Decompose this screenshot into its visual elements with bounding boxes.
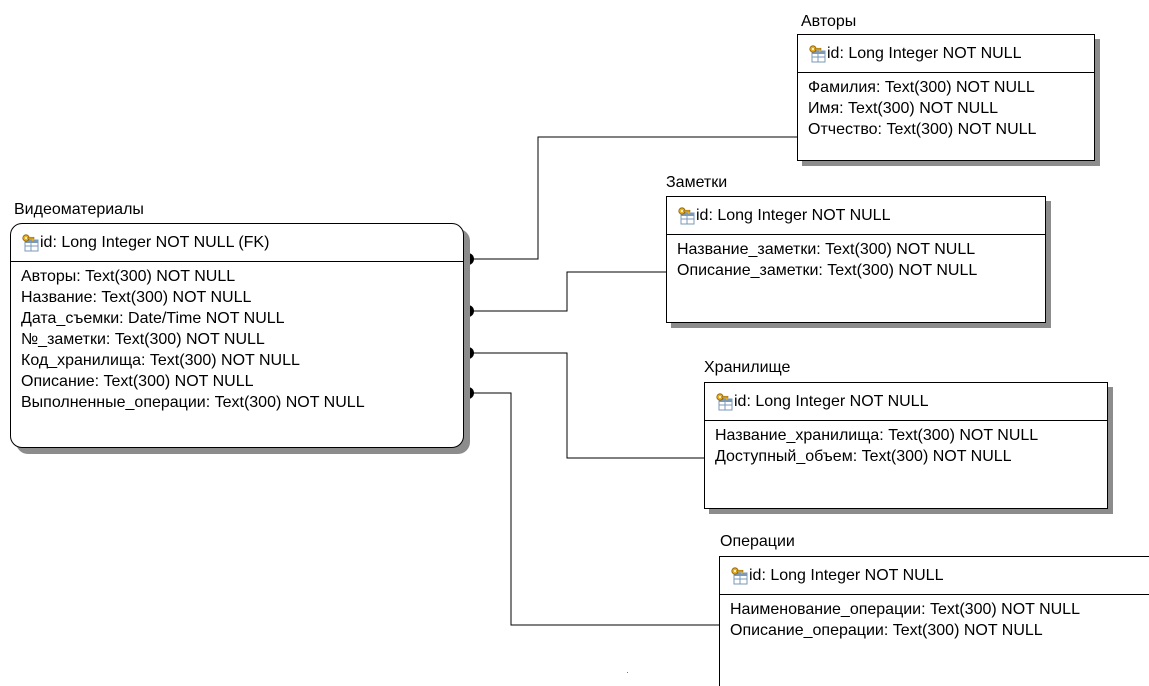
pk-field-video: id: Long Integer NOT NULL (FK) — [40, 233, 270, 251]
pk-field-storage: id: Long Integer NOT NULL — [734, 392, 929, 410]
attribute-field: Наименование_операции: Text(300) NOT NUL… — [730, 601, 1080, 618]
attribute-field: Доступный_объем: Text(300) NOT NULL — [715, 448, 1012, 465]
attribute-field: Авторы: Text(300) NOT NULL — [21, 268, 236, 285]
attribute-list-video: Авторы: Text(300) NOT NULL Название: Tex… — [11, 262, 463, 413]
key-table-icon — [730, 566, 748, 585]
pk-field-operations: id: Long Integer NOT NULL — [749, 566, 944, 584]
attribute-field: Название_хранилища: Text(300) NOT NULL — [715, 427, 1039, 444]
relationship-endpoint — [462, 253, 474, 265]
attribute-field: Описание_заметки: Text(300) NOT NULL — [677, 262, 978, 279]
entity-video[interactable]: id: Long Integer NOT NULL (FK) Авторы: T… — [10, 223, 464, 448]
key-table-icon — [21, 233, 39, 252]
attribute-list-notes: Название_заметки: Text(300) NOT NULL Опи… — [667, 235, 1045, 281]
link-video-authors — [468, 136, 797, 260]
key-table-icon — [808, 44, 826, 63]
attribute-list-storage: Название_хранилища: Text(300) NOT NULL Д… — [705, 421, 1107, 467]
relationship-endpoint — [462, 387, 474, 399]
pk-row-notes: id: Long Integer NOT NULL — [667, 197, 1045, 235]
entity-notes[interactable]: id: Long Integer NOT NULL Название_замет… — [666, 196, 1046, 323]
pk-row-authors: id: Long Integer NOT NULL — [798, 35, 1094, 73]
attribute-field: Название: Text(300) NOT NULL — [21, 289, 252, 306]
attribute-field: Фамилия: Text(300) NOT NULL — [808, 79, 1035, 96]
attribute-field: Название_заметки: Text(300) NOT NULL — [677, 241, 976, 258]
key-table-icon — [715, 392, 733, 411]
entity-title-operations: Операции — [720, 533, 795, 550]
attribute-list-authors: Фамилия: Text(300) NOT NULL Имя: Text(30… — [798, 73, 1094, 140]
pk-row-video: id: Long Integer NOT NULL (FK) — [11, 224, 463, 262]
stray-pixel — [627, 672, 628, 673]
entity-operations[interactable]: id: Long Integer NOT NULL Наименование_о… — [719, 556, 1149, 686]
entity-authors[interactable]: id: Long Integer NOT NULL Фамилия: Text(… — [797, 34, 1095, 161]
attribute-field: №_заметки: Text(300) NOT NULL — [21, 331, 265, 348]
attribute-field: Имя: Text(300) NOT NULL — [808, 100, 999, 117]
link-video-notes — [468, 271, 666, 312]
attribute-field: Описание: Text(300) NOT NULL — [21, 373, 254, 390]
relationship-endpoint — [462, 347, 474, 359]
pk-row-operations: id: Long Integer NOT NULL — [720, 557, 1149, 595]
key-table-icon — [677, 206, 695, 225]
pk-row-storage: id: Long Integer NOT NULL — [705, 383, 1107, 421]
pk-field-authors: id: Long Integer NOT NULL — [827, 44, 1022, 62]
relationship-endpoint — [462, 305, 474, 317]
attribute-field: Выполненные_операции: Text(300) NOT NULL — [21, 394, 365, 411]
attribute-field: Код_хранилища: Text(300) NOT NULL — [21, 352, 300, 369]
entity-title-storage: Хранилище — [704, 359, 791, 376]
entity-title-authors: Авторы — [801, 13, 857, 30]
attribute-field: Описание_операции: Text(300) NOT NULL — [730, 622, 1043, 639]
link-video-operations — [468, 392, 719, 626]
entity-title-video: Видеоматериалы — [14, 201, 144, 218]
link-video-storage — [468, 352, 705, 459]
attribute-list-operations: Наименование_операции: Text(300) NOT NUL… — [720, 595, 1149, 641]
entity-storage[interactable]: id: Long Integer NOT NULL Название_храни… — [704, 382, 1108, 509]
attribute-field: Дата_съемки: Date/Time NOT NULL — [21, 310, 285, 327]
attribute-field: Отчество: Text(300) NOT NULL — [808, 121, 1037, 138]
pk-field-notes: id: Long Integer NOT NULL — [696, 206, 891, 224]
entity-title-notes: Заметки — [666, 174, 728, 191]
